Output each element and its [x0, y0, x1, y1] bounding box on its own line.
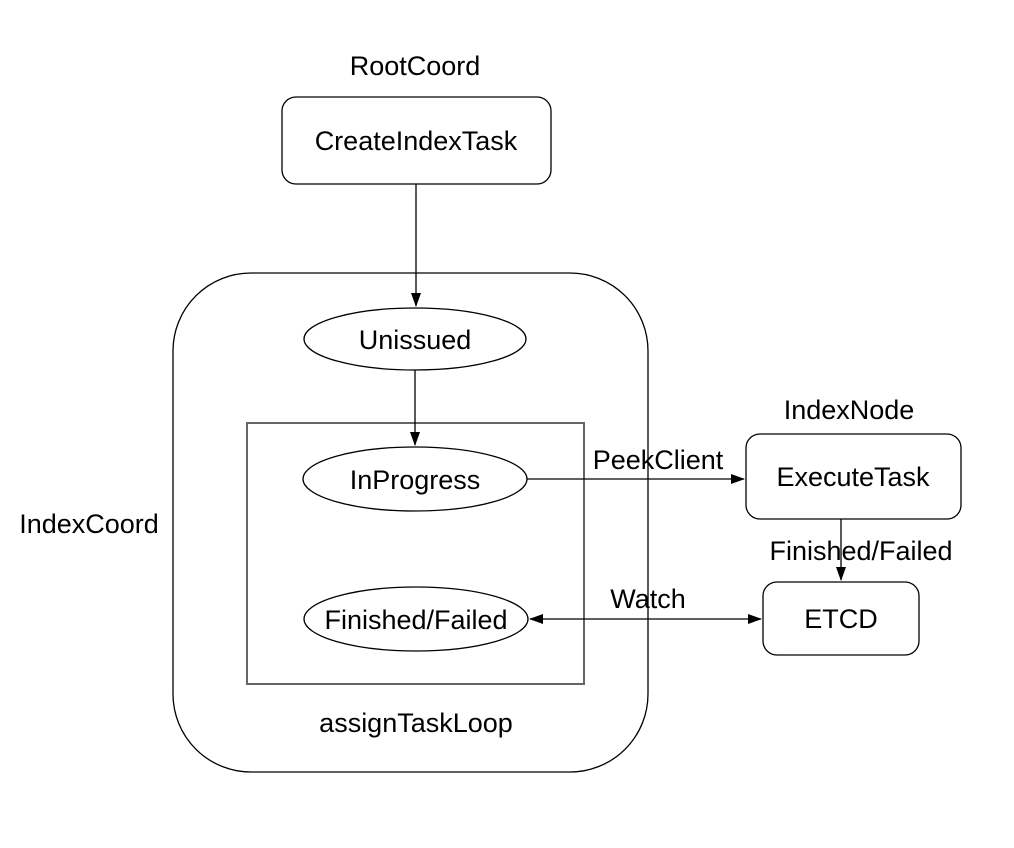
- etcd-label: ETCD: [804, 604, 878, 634]
- finished-failed-label: Finished/Failed: [324, 605, 507, 635]
- assign-task-loop-label: assignTaskLoop: [319, 708, 513, 738]
- indexcoord-container: [172, 272, 649, 773]
- peekclient-edge-label: PeekClient: [593, 445, 724, 475]
- rootcoord-group-label: RootCoord: [350, 51, 481, 81]
- in-progress-node: [302, 446, 528, 512]
- execute-task-label: ExecuteTask: [776, 462, 930, 492]
- unissued-node: [303, 307, 527, 371]
- in-progress-label: InProgress: [350, 465, 481, 495]
- watch-edge-label: Watch: [610, 584, 686, 614]
- finished-failed-node: [303, 586, 529, 652]
- create-index-task-node: [281, 96, 552, 185]
- create-index-task-label: CreateIndexTask: [315, 126, 518, 156]
- indexcoord-group-label: IndexCoord: [19, 509, 159, 539]
- indexnode-group-label: IndexNode: [784, 395, 915, 425]
- etcd-node: [762, 581, 920, 656]
- finished-failed-edge-label: Finished/Failed: [769, 536, 952, 566]
- unissued-label: Unissued: [359, 325, 472, 355]
- execute-task-node: [745, 433, 962, 520]
